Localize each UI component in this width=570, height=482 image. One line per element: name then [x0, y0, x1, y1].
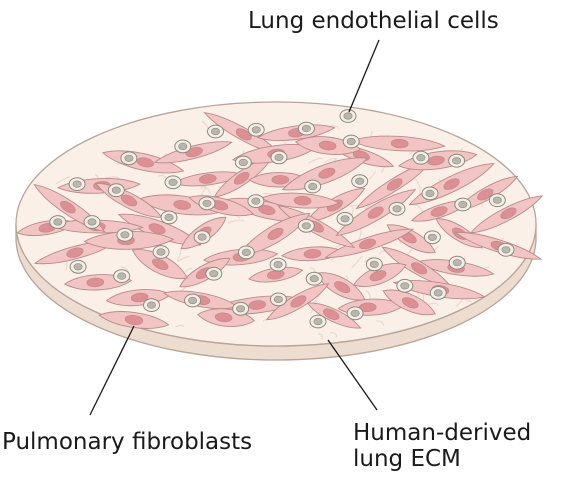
endothelial-cell	[232, 301, 250, 316]
endothelial-cell	[305, 271, 323, 286]
ecm-fiber	[375, 320, 384, 326]
endothelial-leader-line	[348, 39, 380, 113]
endothelial-cell	[429, 285, 447, 300]
endothelial-cell	[83, 215, 101, 229]
ecm-fiber	[184, 267, 193, 272]
endothelial-layer	[49, 109, 515, 329]
pulmonary-fibroblasts-label: Pulmonary fibroblasts	[2, 429, 253, 455]
endothelial-cell	[423, 230, 441, 245]
endothelial-cell	[174, 139, 192, 154]
ecm-fiber	[369, 171, 377, 180]
ecm-fiber	[429, 302, 439, 306]
endothelial-cell	[336, 211, 354, 226]
fibroblast-cell	[33, 240, 118, 265]
fibroblast-cell	[306, 302, 362, 329]
fibroblast-cell	[260, 192, 341, 209]
fibroblast-cell	[137, 194, 226, 216]
endothelial-cell	[448, 153, 466, 168]
lung-ecm-label: Human-derived lung ECM	[353, 420, 531, 472]
endothelial-cell	[412, 150, 430, 165]
endothelial-cell	[297, 218, 315, 233]
endothelial-cell	[351, 174, 369, 189]
endothelial-cell	[152, 245, 170, 259]
ecm-fiber	[324, 157, 336, 163]
fibroblast-cell	[469, 195, 544, 234]
endothelial-cell	[448, 255, 466, 270]
endothelial-cell	[247, 194, 265, 209]
fibroblast-cell	[172, 171, 244, 187]
fibroblast-cell	[238, 212, 311, 256]
endothelial-cell	[309, 314, 327, 329]
endothelial-cell	[396, 278, 414, 293]
endothelial-cell	[69, 259, 87, 274]
lung-ecm-label-line2: lung ECM	[353, 446, 461, 472]
endothelial-cell	[234, 155, 252, 170]
fibroblast-cell	[131, 249, 188, 280]
ecm-fiber	[177, 256, 191, 263]
ecm-fiber	[175, 324, 184, 328]
endothelial-cell	[269, 257, 287, 272]
ecm-fiber	[351, 255, 363, 269]
endothelial-cell	[68, 177, 86, 192]
endothelial-cell	[143, 298, 160, 313]
ecm-fiber	[414, 179, 421, 195]
endothelial-cell	[497, 242, 515, 257]
endothelial-cell	[454, 197, 472, 212]
endothelial-cells-label: Lung endothelial cells	[248, 8, 499, 34]
endothelial-cell	[488, 193, 506, 208]
endothelial-cell	[184, 293, 202, 308]
endothelial-cell	[342, 134, 360, 149]
fibroblast-cell	[456, 175, 519, 211]
endothelial-cell	[237, 245, 255, 260]
fibroblast-cell	[248, 266, 304, 283]
endothelial-cell	[160, 210, 178, 225]
fibroblast-cell	[203, 111, 282, 156]
endothelial-cell	[269, 292, 287, 307]
endothelial-cell	[346, 306, 364, 321]
fibroblast-cell	[335, 189, 417, 236]
endothelial-cell	[193, 230, 211, 245]
ecm-fiber	[308, 157, 323, 164]
ecm-fiber	[227, 219, 245, 224]
fibroblast-cell	[117, 213, 202, 246]
endothelial-cell	[304, 179, 322, 194]
ecm-fiber	[55, 176, 71, 185]
endothelial-cell	[339, 109, 357, 123]
endothelial-cell	[207, 124, 224, 139]
lung-ecm-label-line1: Human-derived	[353, 420, 532, 446]
ecm-fiber	[199, 185, 211, 194]
ecm-leader-line	[327, 339, 378, 411]
endothelial-cell	[49, 215, 67, 229]
endothelial-cell	[120, 151, 138, 166]
endothelial-cell	[247, 122, 265, 137]
endothelial-cell	[107, 183, 125, 198]
endothelial-cell	[388, 201, 406, 216]
leader-lines	[89, 39, 380, 416]
ecm-fiber	[364, 256, 373, 263]
endothelial-cell	[297, 121, 315, 136]
fibroblast-cell	[350, 135, 446, 152]
endothelial-cell	[365, 257, 383, 272]
ecm-fiber	[317, 333, 323, 340]
endothelial-cell	[198, 196, 216, 211]
endothelial-cell	[164, 175, 182, 190]
endothelial-cell	[205, 266, 223, 281]
ecm-fiber	[357, 228, 362, 241]
endothelial-cell	[421, 186, 439, 201]
endothelial-cell	[116, 227, 134, 242]
endothelial-cell	[113, 269, 131, 284]
fibroblast-cell	[352, 263, 407, 287]
fibroblast-leader-line	[89, 325, 135, 416]
ecm-fiber	[157, 175, 167, 180]
fibroblast-cell	[98, 311, 170, 329]
ecm-fiber	[330, 332, 338, 338]
endothelial-cell	[270, 150, 288, 165]
